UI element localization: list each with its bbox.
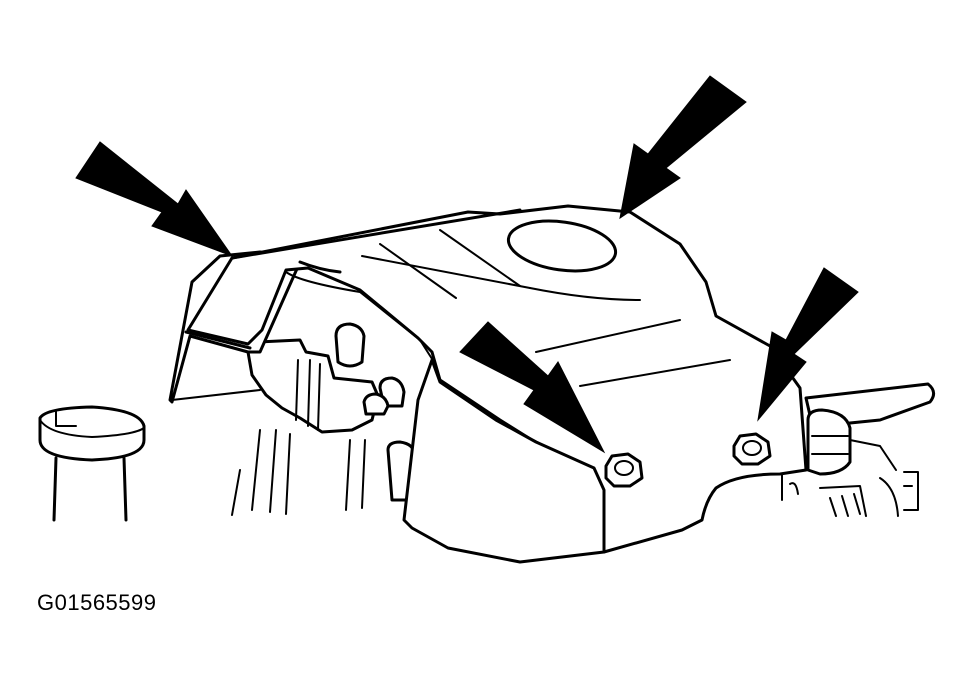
- mounting-bolt-right: [732, 432, 772, 466]
- callout-arrow-2-icon: [619, 75, 747, 220]
- mounting-bolt-left: [604, 452, 644, 488]
- engine-cover: [168, 204, 808, 564]
- figure-code-label: G01565599: [37, 590, 157, 615]
- callout-arrow-4-icon: [757, 267, 859, 422]
- callout-arrow-3-icon: [459, 321, 606, 454]
- engine-background-parts: [38, 322, 416, 522]
- engine-background-parts-right: [536, 382, 935, 517]
- oil-filler-cap: [38, 405, 146, 522]
- callout-arrow-1-icon: [75, 141, 234, 258]
